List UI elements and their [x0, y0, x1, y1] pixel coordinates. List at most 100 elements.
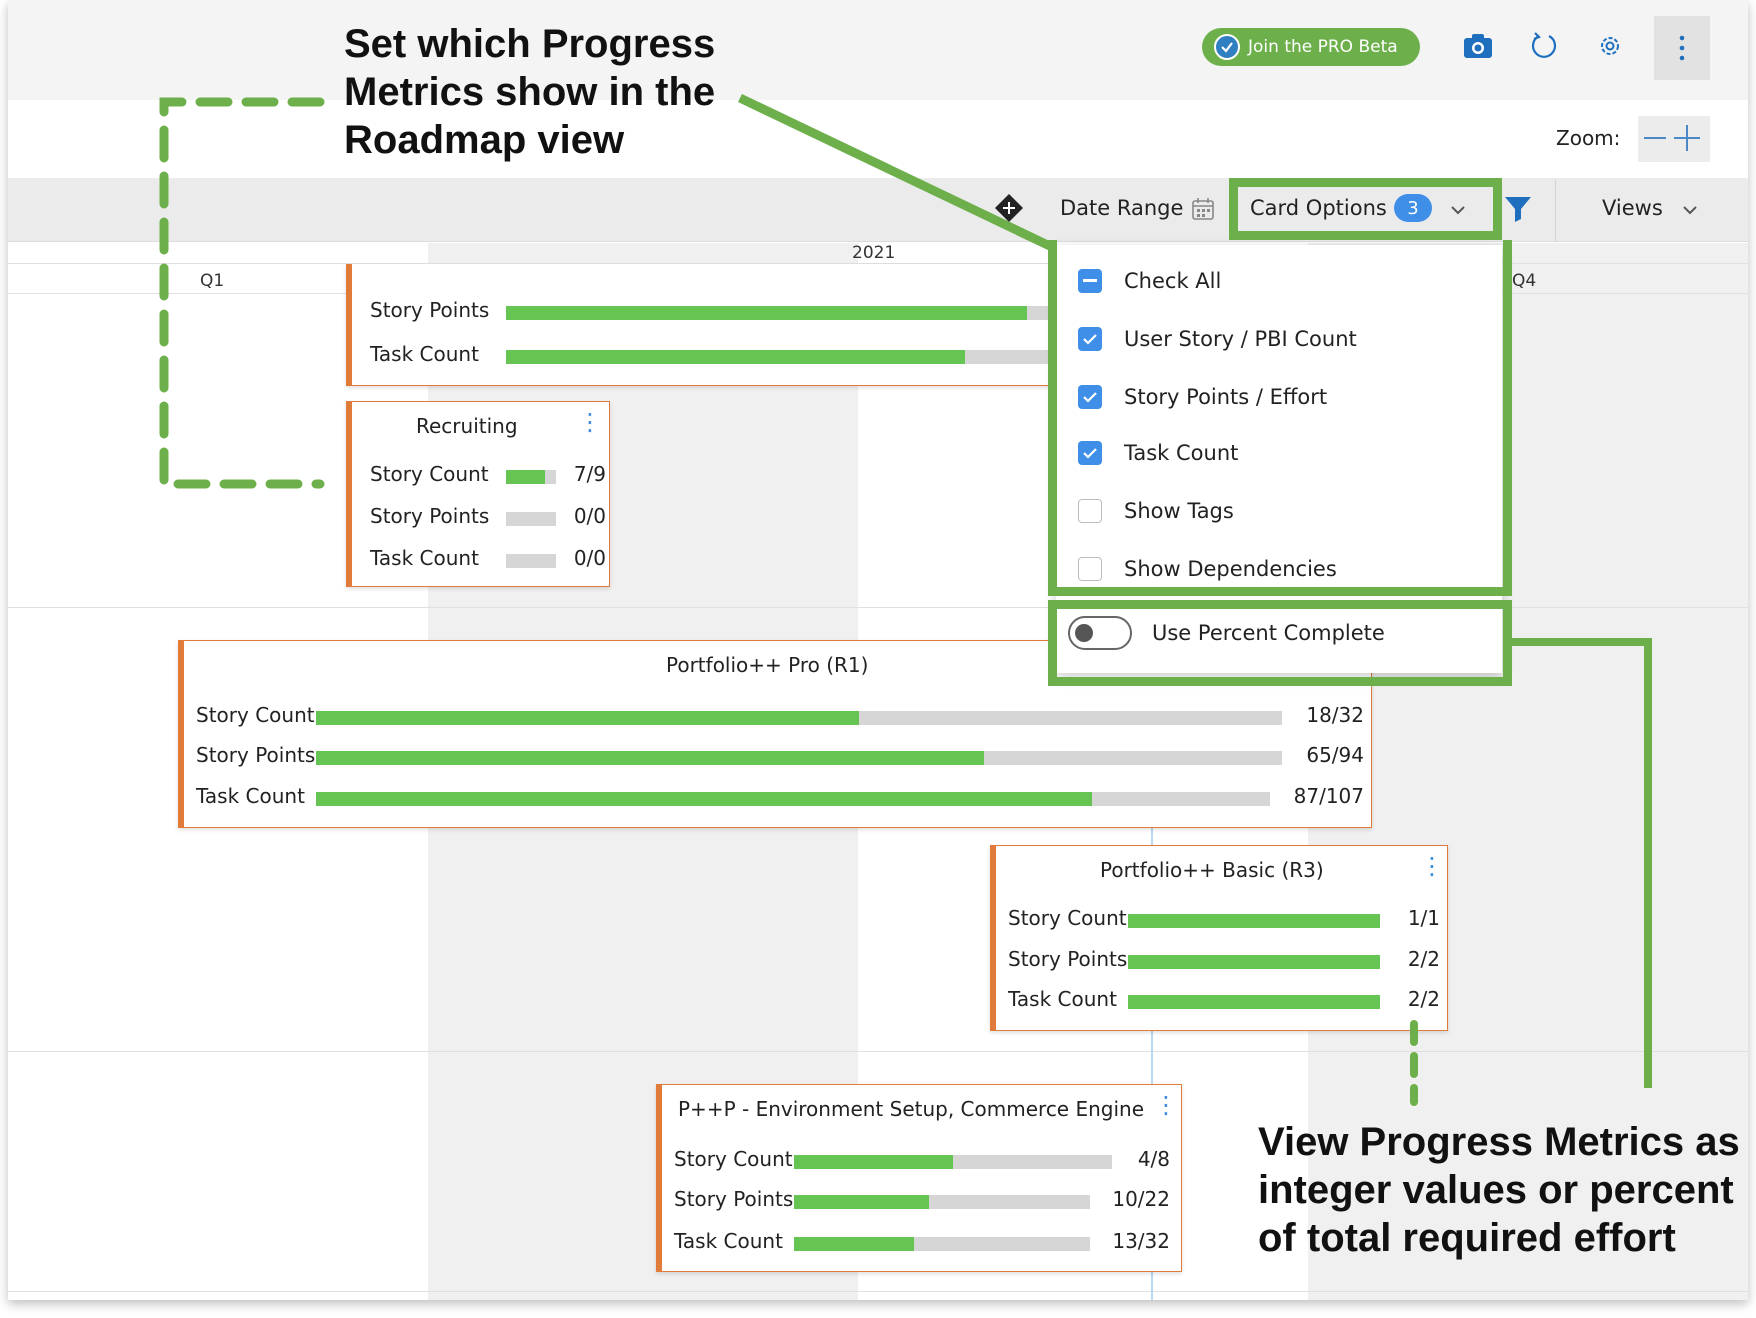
option-story-count[interactable]: User Story / PBI Count	[1078, 323, 1357, 355]
option-show-dependencies[interactable]: Show Dependencies	[1078, 553, 1337, 585]
toggle-label: Use Percent Complete	[1152, 621, 1385, 645]
metric-label: Story Count	[674, 1147, 793, 1171]
gear-icon[interactable]	[1592, 28, 1628, 64]
progress-bar	[506, 350, 1066, 364]
option-show-tags[interactable]: Show Tags	[1078, 495, 1234, 527]
card-title: Portfolio++ Basic (R3)	[1100, 858, 1324, 882]
callout-bottom: View Progress Metrics as integer values …	[1258, 1118, 1740, 1262]
card-title: P++P - Environment Setup, Commerce Engin…	[678, 1097, 1145, 1121]
metric-value: 4/8	[1137, 1147, 1170, 1171]
option-label: Show Dependencies	[1124, 557, 1337, 581]
refresh-icon[interactable]	[1526, 28, 1562, 64]
callout-line: Set which Progress	[344, 22, 716, 66]
progress-bar	[316, 792, 1270, 806]
option-task-count[interactable]: Task Count	[1078, 437, 1238, 469]
metric-value: 18/32	[1306, 703, 1364, 727]
progress-bar	[506, 470, 556, 484]
metric-value: 1/1	[1407, 906, 1440, 930]
callout-line: Roadmap view	[344, 118, 625, 162]
views-button[interactable]: Views	[1602, 196, 1663, 220]
metric-value: 2/2	[1407, 947, 1440, 971]
card-options-count-badge: 3	[1394, 194, 1432, 222]
camera-icon[interactable]	[1460, 28, 1496, 64]
timeline-header-divider	[8, 263, 1748, 264]
progress-bar	[316, 751, 1282, 765]
roadmap-card-portfolio-basic[interactable]: Portfolio++ Basic (R3) ⋮ Story Count 1/1…	[990, 845, 1448, 1031]
app-window: Join the PRO Beta Zoom: Date Range	[8, 0, 1748, 1300]
use-percent-complete-toggle[interactable]	[1068, 616, 1132, 650]
unchecked-checkbox-icon[interactable]	[1078, 499, 1102, 523]
metric-label: Task Count	[1008, 987, 1117, 1011]
date-range-button[interactable]: Date Range	[1060, 196, 1184, 220]
checked-checkbox-icon[interactable]	[1078, 385, 1102, 409]
metric-label: Story Count	[196, 703, 315, 727]
filter-icon[interactable]	[1502, 193, 1534, 225]
option-check-all[interactable]: Check All	[1078, 265, 1221, 297]
option-label: User Story / PBI Count	[1124, 327, 1357, 351]
metric-label: Story Points	[370, 298, 490, 322]
option-label: Show Tags	[1124, 499, 1234, 523]
chevron-down-icon[interactable]	[1448, 200, 1468, 220]
quarter-label-q1: Q1	[200, 271, 225, 291]
progress-bar	[506, 512, 556, 526]
checked-checkbox-icon[interactable]	[1078, 441, 1102, 465]
roadmap-card-environment-setup[interactable]: P++P - Environment Setup, Commerce Engin…	[656, 1084, 1182, 1272]
year-label: 2021	[852, 243, 896, 263]
metric-value: 7/9	[573, 462, 606, 486]
join-pro-beta-button[interactable]: Join the PRO Beta	[1202, 28, 1420, 66]
callout-line: View Progress Metrics as	[1258, 1120, 1740, 1164]
row-divider-2	[8, 1051, 1748, 1052]
partial-checkbox-icon[interactable]	[1078, 269, 1102, 293]
progress-bar	[506, 306, 1066, 320]
zoom-control	[1638, 116, 1710, 162]
card-options-highlight	[1229, 178, 1502, 240]
progress-bar	[316, 711, 1282, 725]
today-marker	[1151, 823, 1153, 1300]
card-kebab-icon[interactable]: ⋮	[578, 408, 602, 436]
metric-value: 65/94	[1306, 743, 1364, 767]
metric-value: 0/0	[573, 546, 606, 570]
use-percent-complete-row[interactable]: Use Percent Complete	[1068, 615, 1385, 651]
metric-label: Story Points	[674, 1187, 794, 1211]
percent-toggle-highlight	[1048, 600, 1512, 686]
metric-label: Story Count	[1008, 906, 1127, 930]
verified-badge-icon	[1214, 34, 1240, 60]
option-story-points[interactable]: Story Points / Effort	[1078, 381, 1327, 413]
options-list-highlight	[1048, 240, 1512, 596]
progress-bar	[506, 554, 556, 568]
metric-label: Task Count	[196, 784, 305, 808]
progress-bar	[1128, 914, 1380, 928]
metric-label: Story Points	[370, 504, 490, 528]
option-label: Story Points / Effort	[1124, 385, 1328, 409]
metric-value: 13/32	[1112, 1229, 1170, 1253]
row-divider-1	[8, 607, 1748, 608]
card-title: Portfolio++ Pro (R1)	[666, 653, 869, 677]
card-kebab-icon[interactable]: ⋮	[1154, 1091, 1178, 1119]
views-chevron-down-icon[interactable]	[1680, 200, 1700, 220]
calendar-icon[interactable]	[1190, 196, 1216, 222]
option-label: Task Count	[1124, 441, 1239, 465]
metric-value: 87/107	[1293, 784, 1364, 808]
card-title: Recruiting	[416, 414, 518, 438]
option-label: Check All	[1124, 269, 1222, 293]
roadmap-card-recruiting[interactable]: Recruiting ⋮ Story Count 7/9 Story Point…	[346, 401, 610, 587]
callout-line: integer values or percent	[1258, 1168, 1734, 1212]
metric-label: Task Count	[370, 342, 479, 366]
roadmap-card[interactable]: Story Points Task Count	[346, 264, 1066, 386]
checked-checkbox-icon[interactable]	[1078, 327, 1102, 351]
metric-label: Story Points	[1008, 947, 1128, 971]
card-options-button[interactable]: Card Options	[1250, 196, 1387, 220]
card-kebab-icon[interactable]: ⋮	[1420, 852, 1444, 880]
callout-top: Set which Progress Metrics show in the R…	[344, 20, 715, 164]
metric-label: Story Count	[370, 462, 489, 486]
kebab-icon[interactable]	[1654, 16, 1710, 80]
quarter-label-q4: Q4	[1512, 271, 1537, 291]
add-milestone-icon[interactable]	[994, 193, 1024, 223]
metric-value: 2/2	[1407, 987, 1440, 1011]
unchecked-checkbox-icon[interactable]	[1078, 557, 1102, 581]
roadmap-card-portfolio-pro[interactable]: Portfolio++ Pro (R1) Story Count 18/32 S…	[178, 640, 1372, 828]
join-pro-beta-label: Join the PRO Beta	[1248, 37, 1398, 57]
annotation-lines	[159, 93, 1652, 1106]
metric-label: Story Points	[196, 743, 316, 767]
progress-bar	[1128, 955, 1380, 969]
